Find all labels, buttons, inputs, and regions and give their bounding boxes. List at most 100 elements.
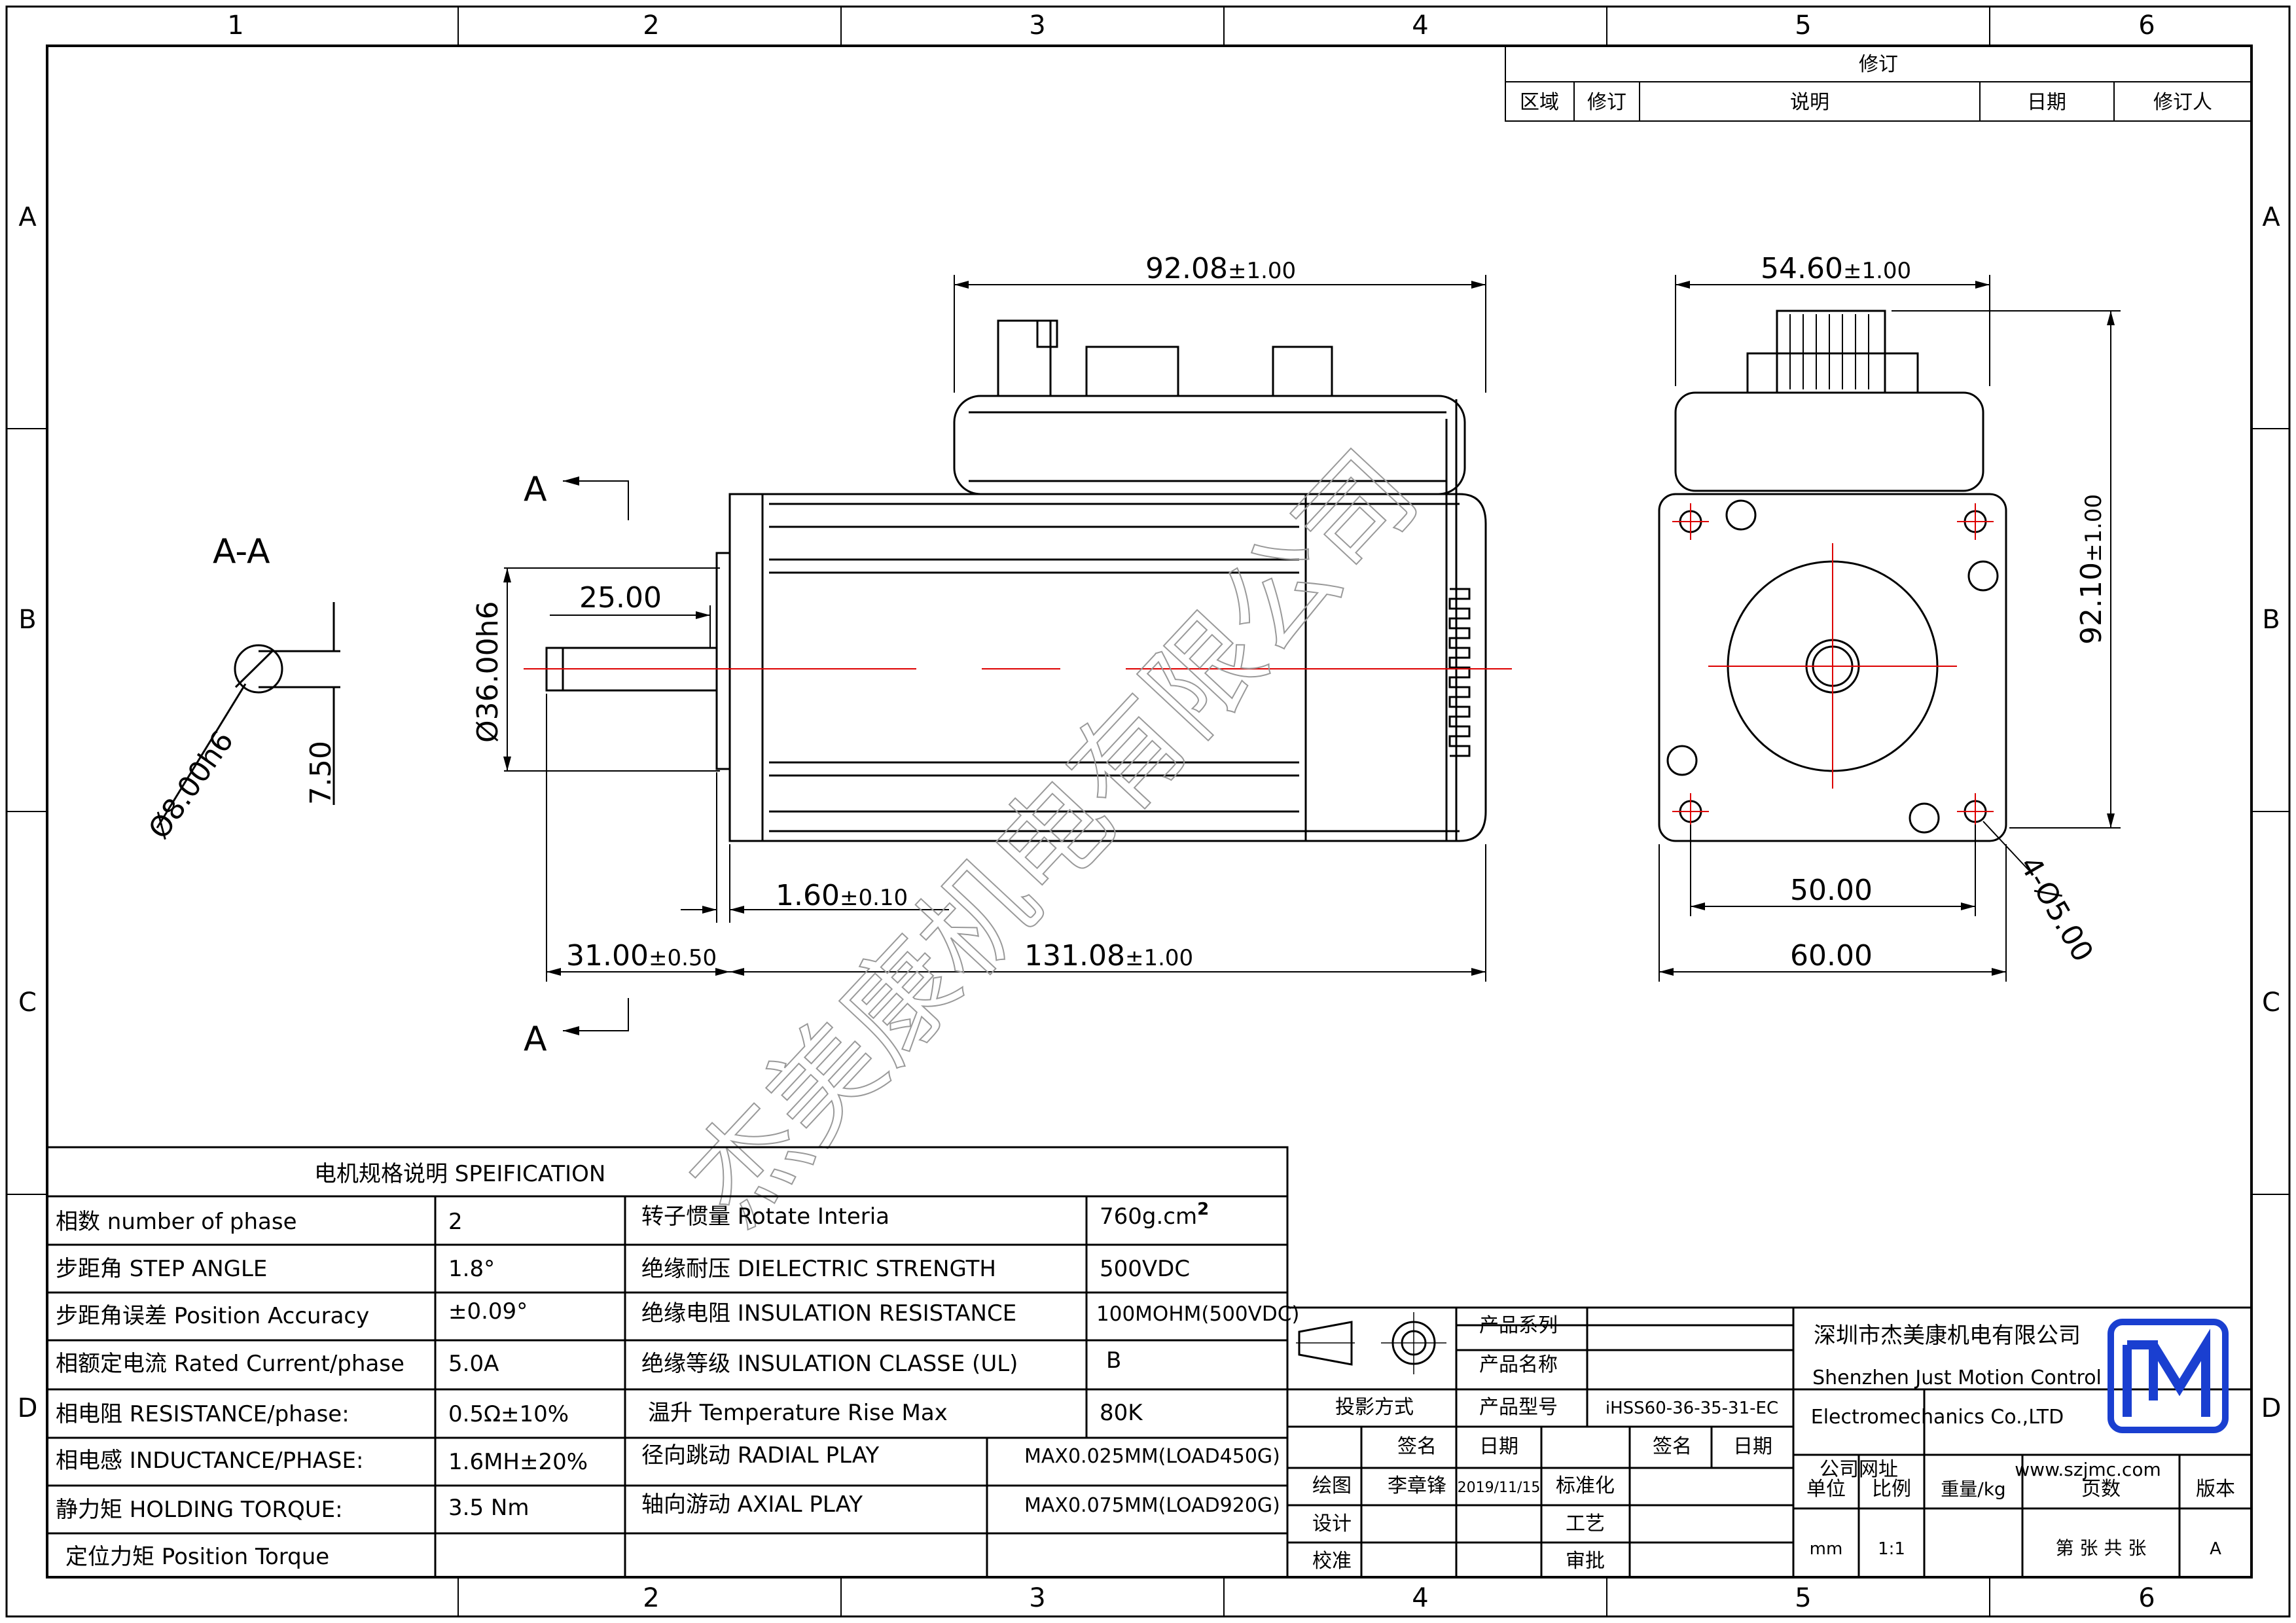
spec-value: 3.5 Nm xyxy=(448,1495,529,1521)
spec-value: 760g.cm2 xyxy=(1100,1200,1209,1230)
spec-label: 相电阻 RESISTANCE/phase: xyxy=(56,1401,350,1427)
dim-top-length: 92.08±1.00 xyxy=(1145,252,1296,285)
row-label-b: B xyxy=(18,605,36,635)
spec-value: 5.0A xyxy=(448,1351,499,1377)
row-label-a: A xyxy=(18,202,37,232)
spec-label: 径向跳动 RADIAL PLAY xyxy=(641,1442,879,1469)
dim-width: 54.60±1.00 xyxy=(1761,252,1911,285)
spec-value: 2 xyxy=(448,1209,463,1235)
spec-label: 轴向游动 AXIAL PLAY xyxy=(641,1491,863,1518)
tb-company-cn: 深圳市杰美康机电有限公司 xyxy=(1814,1323,2081,1349)
spec-label: 步距角 STEP ANGLE xyxy=(56,1256,267,1282)
revision-col-area: 区域 xyxy=(1520,91,1559,114)
tb-company-en1: Shenzhen Just Motion Control xyxy=(1812,1366,2102,1389)
section-diameter: Ø8.00h6 xyxy=(142,725,240,846)
spec-value: B xyxy=(1106,1347,1121,1374)
tb-pages: 第 张 共 张 xyxy=(2056,1537,2147,1559)
spec-label: 相额定电流 Rated Current/phase xyxy=(56,1351,404,1377)
zone-dividers xyxy=(7,7,2289,1616)
tb-website-label: 公司网址 xyxy=(1820,1458,1898,1481)
spec-label: 定位力矩 Position Torque xyxy=(65,1544,329,1570)
tb-drawer: 李章锋 xyxy=(1388,1474,1446,1497)
tb-approve-label: 审批 xyxy=(1566,1550,1605,1573)
spec-value: MAX0.025MM(LOAD450G) xyxy=(1024,1445,1280,1468)
tb-unit-label: 单位 xyxy=(1806,1478,1846,1501)
tb-draw-date: 2019/11/15 xyxy=(1458,1480,1541,1496)
row-label-b-right: B xyxy=(2262,605,2280,635)
tb-pages-label: 页数 xyxy=(2081,1478,2121,1501)
dim-shaft-total: 31.00±0.50 xyxy=(566,939,717,972)
col-label-5-bottom: 5 xyxy=(1795,1583,1811,1613)
section-mark-top: A xyxy=(524,470,547,509)
company-logo xyxy=(2108,1319,2229,1433)
title-block xyxy=(1286,1306,2253,1578)
tb-draw-label: 绘图 xyxy=(1312,1474,1352,1497)
spec-value: ±0.09° xyxy=(448,1298,528,1325)
spec-value: 1.6MH±20% xyxy=(448,1449,588,1475)
spec-label: 相电感 INDUCTANCE/PHASE: xyxy=(56,1448,363,1474)
tb-sign-label-2: 签名 xyxy=(1653,1435,1692,1458)
col-label-6: 6 xyxy=(2138,10,2155,41)
tb-date-label-2: 日期 xyxy=(1733,1435,1772,1458)
revision-table xyxy=(1505,45,2252,122)
tb-version: A xyxy=(2210,1539,2221,1559)
revision-col-date: 日期 xyxy=(2027,91,2066,114)
col-label-4: 4 xyxy=(1412,10,1428,41)
front-centerlines xyxy=(1672,503,1994,830)
tb-weight-label: 重量/kg xyxy=(1941,1478,2005,1500)
col-label-2-bottom: 2 xyxy=(643,1583,659,1613)
revision-col-reviser: 修订人 xyxy=(2153,91,2212,114)
row-label-d: D xyxy=(18,1393,38,1423)
spec-value: 80K xyxy=(1100,1400,1143,1426)
dim-flange: 1.60±0.10 xyxy=(776,879,908,912)
dim-holes: 4-Ø5.00 xyxy=(2013,851,2099,967)
row-label-c: C xyxy=(18,988,37,1018)
col-label-1: 1 xyxy=(227,10,243,41)
spec-label: 绝缘等级 INSULATION CLASSE (UL) xyxy=(641,1351,1018,1377)
row-label-c-right: C xyxy=(2262,988,2280,1018)
section-mark-bottom: A xyxy=(524,1020,547,1059)
section-title: A-A xyxy=(213,532,270,571)
col-label-5: 5 xyxy=(1795,10,1811,41)
col-label-3-bottom: 3 xyxy=(1029,1583,1045,1613)
spec-label: 绝缘耐压 DIELECTRIC STRENGTH xyxy=(641,1256,996,1282)
spec-value: 100MOHM(500VDC) xyxy=(1096,1302,1299,1326)
col-label-3: 3 xyxy=(1029,10,1045,41)
tb-date-label: 日期 xyxy=(1479,1435,1518,1458)
col-label-6-bottom: 6 xyxy=(2138,1583,2155,1613)
dim-hole-pitch: 50.00 xyxy=(1790,874,1873,907)
dim-shaft-diameter: Ø36.00h6 xyxy=(471,601,505,743)
tb-std-label: 标准化 xyxy=(1556,1474,1615,1497)
spec-label: 静力矩 HOLDING TORQUE: xyxy=(56,1497,343,1523)
tb-projection-label: 投影方式 xyxy=(1335,1396,1414,1419)
spec-title: 电机规格说明 SPEIFICATION xyxy=(314,1161,605,1187)
tb-sign-label: 签名 xyxy=(1397,1435,1437,1458)
revision-col-rev: 修订 xyxy=(1587,91,1626,114)
row-label-d-right: D xyxy=(2261,1393,2282,1423)
tb-model-value: iHSS60-36-35-31-EC xyxy=(1605,1399,1778,1418)
spec-label: 转子惯量 Rotate Interia xyxy=(641,1204,889,1230)
tb-process-label: 工艺 xyxy=(1566,1512,1605,1535)
tb-scale-label: 比例 xyxy=(1872,1478,1911,1501)
company-watermark: 杰美康机电有限公司 xyxy=(664,428,1442,1249)
spec-label: 绝缘电阻 INSULATION RESISTANCE xyxy=(641,1300,1016,1327)
spec-value: 1.8° xyxy=(448,1256,495,1282)
spec-table xyxy=(46,1146,1289,1578)
tb-design-label: 设计 xyxy=(1312,1512,1352,1535)
dimension-lines xyxy=(504,275,2121,1031)
tb-name-label: 产品名称 xyxy=(1479,1353,1558,1376)
spec-value: 0.5Ω±10% xyxy=(448,1401,569,1427)
spec-label: 相数 number of phase xyxy=(56,1209,297,1235)
spec-value: MAX0.075MM(LOAD920G) xyxy=(1024,1494,1280,1517)
spec-label: 温升 Temperature Rise Max xyxy=(648,1400,948,1426)
spec-label: 步距角误差 Position Accuracy xyxy=(56,1303,369,1329)
col-label-2: 2 xyxy=(643,10,659,41)
dimension-arrows xyxy=(503,281,2115,1035)
tb-series-label: 产品系列 xyxy=(1479,1314,1558,1337)
dim-body-length: 131.08±1.00 xyxy=(1024,939,1193,972)
tb-website: www.szjmc.com xyxy=(2015,1459,2161,1480)
col-label-4-bottom: 4 xyxy=(1412,1583,1428,1613)
motor-side-view xyxy=(545,319,1487,842)
revision-col-desc: 说明 xyxy=(1790,91,1829,114)
tb-company-en2: Electromechanics Co.,LTD xyxy=(1811,1406,2064,1429)
